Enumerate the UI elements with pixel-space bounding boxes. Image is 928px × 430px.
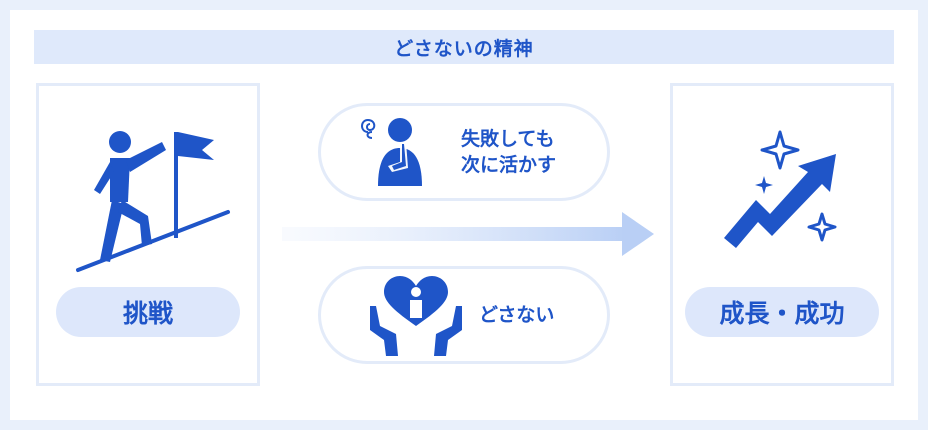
banner-title: どさないの精神 (34, 30, 894, 64)
bubble-dosanai-text: どさない (479, 304, 555, 326)
bubble-dosanai: どさない (318, 266, 610, 364)
rising-arrow-sparkles-icon (716, 126, 848, 256)
bubble-learn-line1: 失敗しても (461, 128, 555, 150)
bubble-learn-text: 失敗しても 次に活かす (461, 126, 556, 178)
thinking-person-icon (354, 112, 434, 190)
person-climbing-with-flag-icon (70, 120, 240, 280)
bubble-learn-line2: 次に活かす (461, 154, 557, 176)
arrow-right-icon (282, 210, 656, 258)
challenge-label: 挑戦 (56, 287, 240, 337)
hands-holding-heart-icon (366, 272, 466, 358)
success-label: 成長・成功 (685, 287, 879, 337)
